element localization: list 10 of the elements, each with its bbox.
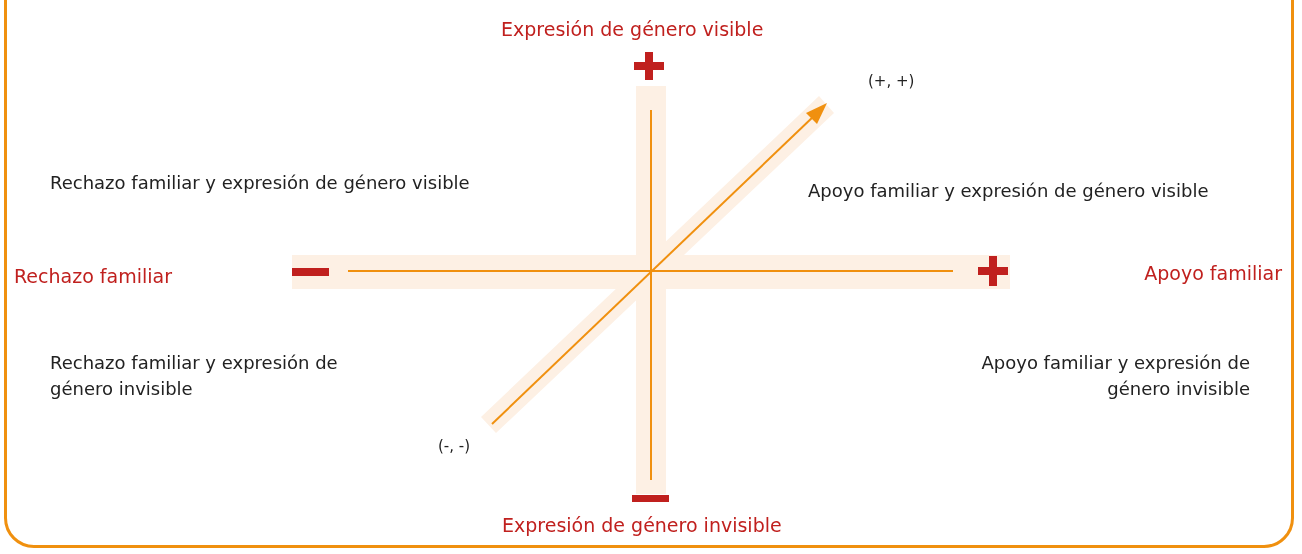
quadrant-sign-label: (-, -) <box>438 436 471 457</box>
quadrant-label: Apoyo familiar y expresión de género visible <box>808 179 1209 203</box>
axis-label: Apoyo familiar <box>1144 261 1282 286</box>
quadrant-sign-label: (+, +) <box>868 71 915 92</box>
axis-label: Expresión de género invisible <box>502 513 782 538</box>
quadrant-label: Apoyo familiar y expresión de género invisible <box>980 351 1250 401</box>
axis-label: Expresión de género visible <box>501 17 764 42</box>
quadrant-label: Rechazo familiar y expresión de género visible <box>50 171 470 195</box>
axis-label: Rechazo familiar <box>14 264 172 289</box>
quadrant-label: Rechazo familiar y expresión de género invisible <box>50 351 339 401</box>
